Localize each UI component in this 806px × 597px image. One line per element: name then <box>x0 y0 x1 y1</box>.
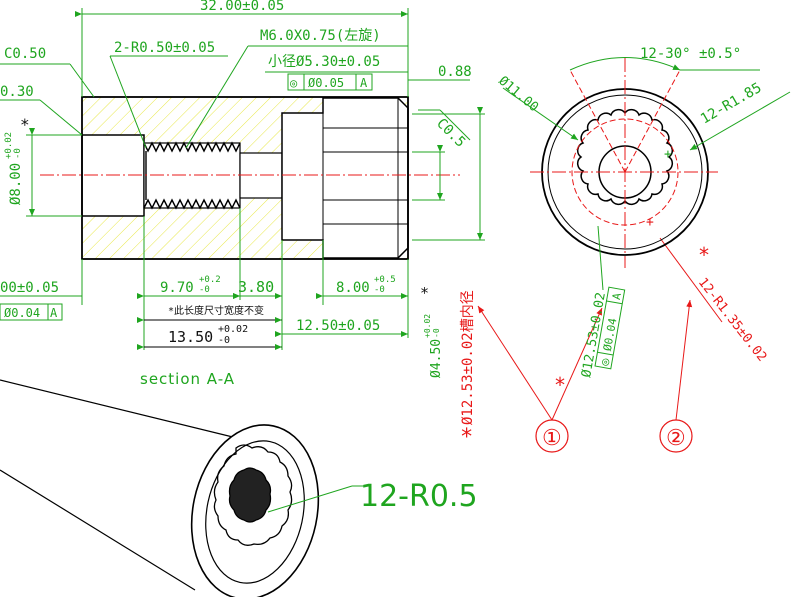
gdt-end-tol: Ø0.04 <box>601 317 620 352</box>
fillet-label: 2-R0.50±0.05 <box>114 40 215 56</box>
section-caption: section A-A <box>140 370 235 388</box>
gdt-left-tol: Ø0.04 <box>4 306 40 320</box>
len-bore-tol-upper: +0.02 <box>218 324 248 335</box>
chamfer-partial-label: 0.30 <box>0 84 34 100</box>
radius-outer-label: 12-R1.85 <box>698 80 764 128</box>
len-thread-label: 9.70 <box>160 280 194 296</box>
iso-tube-body <box>0 379 246 591</box>
chamfer-outer-label: C0.50 <box>4 46 46 62</box>
radius-inner-label: 12-R1.35±0.02 <box>695 275 769 364</box>
star-spline: * <box>420 284 429 302</box>
len-bore-tol-lower: -0 <box>218 335 230 346</box>
angle-label: 12-30° ±0.5° <box>640 46 741 62</box>
red-leaders <box>477 237 723 421</box>
overall-length-label: 32.00±0.05 <box>200 0 284 14</box>
len-spline-total-label: 12.50±0.05 <box>296 318 380 334</box>
gdt-thread-datum: A <box>360 76 368 90</box>
spline-lines <box>322 98 408 258</box>
bore-dia-tol-upper: +0.02 <box>4 132 14 159</box>
star-balloon-leader: * <box>554 373 566 397</box>
chamfer-right-label: C0.5 <box>433 116 468 151</box>
star-red-groove: * <box>460 425 473 450</box>
star-left: * <box>20 115 30 134</box>
gdt-frame-end: ◎ Ø0.04 A <box>594 286 626 370</box>
section-outline <box>81 96 409 260</box>
len-spline-label: 8.00 <box>336 280 370 296</box>
len-bore-label: 13.50 <box>168 328 213 346</box>
section-dimensions <box>0 8 485 350</box>
thread-spec-label: M6.0X0.75(左旋) <box>260 28 381 44</box>
len-spline-tol-lower: -0 <box>374 285 385 295</box>
dia-small-tol-lower: -0 <box>432 328 441 338</box>
section-view <box>40 96 460 260</box>
iso-scallops <box>213 444 293 546</box>
iso-radius-label: 12-R0.5 <box>360 479 478 514</box>
dia-small-label: Ø4.50 <box>429 339 444 378</box>
gdt-thread-tol: Ø0.05 <box>308 76 344 90</box>
gdt-frame-left: Ø0.04 A <box>0 303 63 321</box>
len-spline-tol-upper: +0.5 <box>374 275 396 285</box>
note-chinese: *此长度尺寸宽度不变 <box>168 304 264 317</box>
balloon-2-label: ② <box>666 426 686 451</box>
gdt-end-datum: A <box>610 292 624 301</box>
dia-small-tol-upper: +0.02 <box>423 314 432 338</box>
outer-dia-label: Ø11.00 <box>495 74 541 116</box>
gdt-end-symbol: ◎ <box>597 357 612 367</box>
star-end: * <box>698 243 710 267</box>
spline-region <box>281 97 409 259</box>
gdt-frame-thread: ◎ Ø0.05 A <box>287 73 373 91</box>
balloon-2-circle <box>659 419 693 453</box>
end-view: + + <box>502 57 791 291</box>
length-black-dims <box>137 317 282 350</box>
balloon-1-label: ① <box>542 426 562 451</box>
right-offset-label: 0.88 <box>438 64 472 80</box>
left-dim-label: 00±0.05 <box>0 280 59 296</box>
plus-marker-1: + <box>664 147 672 162</box>
thread-minor-label: 小径Ø5.30±0.05 <box>268 54 380 70</box>
len-relief-label: 3.80 <box>238 278 274 296</box>
iso-view <box>0 379 370 597</box>
gdt-left-datum: A <box>50 306 58 320</box>
plus-marker-2: + <box>646 215 654 230</box>
gdt-thread-symbol: ◎ <box>290 76 297 90</box>
bore-dia-tol-lower: -0 <box>13 148 23 159</box>
dia-groove-label: Ø12.53±0.02槽内径 <box>460 290 476 425</box>
len-thread-tol-lower: -0 <box>199 285 210 295</box>
balloon-1-circle <box>535 419 569 453</box>
len-thread-tol-upper: +0.2 <box>199 275 221 285</box>
bore-dia-label: Ø8.00 <box>8 163 24 205</box>
